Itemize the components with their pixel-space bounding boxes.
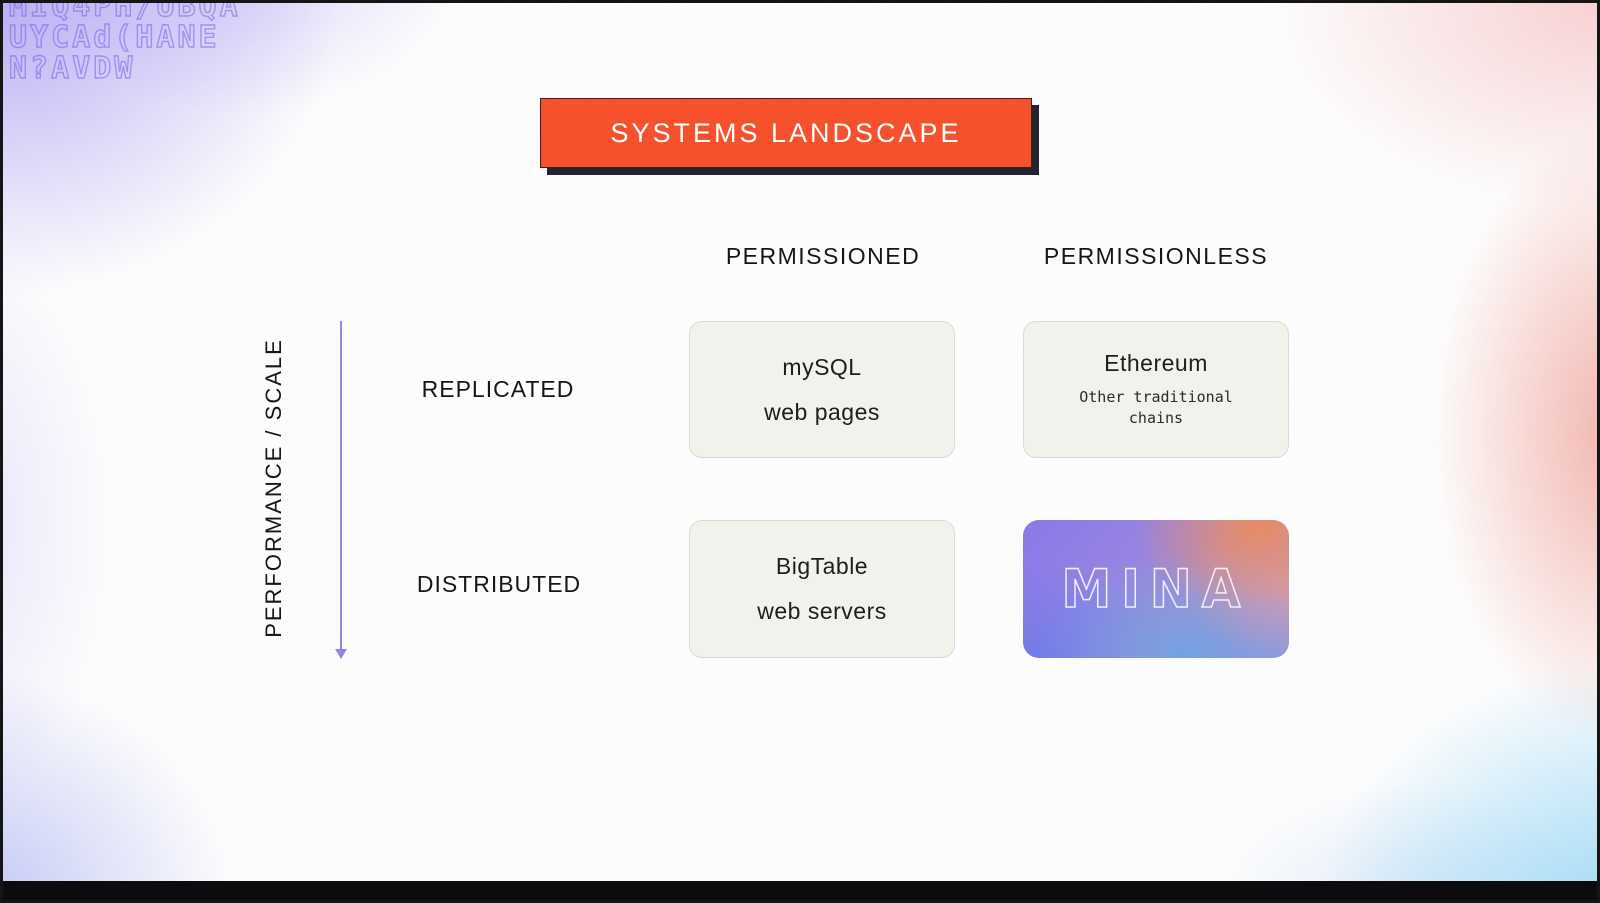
card-subtitle: Other traditional chains [1079, 388, 1233, 427]
decorative-glyph-line: UYCAd(HANE [8, 20, 220, 55]
card-title: Ethereum [1104, 350, 1208, 376]
card-mysql: mySQL web pages [689, 321, 955, 458]
card-subtitle: web servers [757, 598, 887, 624]
card-subtitle: web pages [764, 398, 880, 425]
column-header-permissioned: PERMISSIONED [725, 243, 921, 269]
row-label-replicated: REPLICATED [421, 376, 575, 402]
decorative-glyph-line: MIQ4PH/UBQA [8, 0, 241, 24]
decorative-glyphs: MIQ4PH/UBQA UYCAd(HANE N?AVDW [8, 0, 241, 86]
card-ethereum: Ethereum Other traditional chains [1023, 321, 1289, 458]
card-bigtable: BigTable web servers [689, 520, 955, 658]
performance-scale-axis-label: PERFORMANCE / SCALE [261, 338, 286, 638]
mina-logo: MINA [1061, 558, 1251, 620]
down-arrow-icon [335, 321, 347, 663]
card-title: mySQL [782, 353, 862, 380]
card-mina: MINA [1023, 520, 1289, 658]
card-title: BigTable [775, 553, 869, 579]
arrow-line [340, 321, 342, 651]
slide-title: SYSTEMS LANDSCAPE [610, 117, 962, 148]
bottom-bar [3, 881, 1597, 900]
title-box: SYSTEMS LANDSCAPE [540, 98, 1032, 168]
row-label-distributed: DISTRIBUTED [416, 571, 582, 597]
column-header-permissionless: PERMISSIONLESS [1043, 243, 1269, 269]
arrow-head [335, 649, 347, 659]
decorative-glyph-line: N?AVDW [8, 51, 136, 86]
